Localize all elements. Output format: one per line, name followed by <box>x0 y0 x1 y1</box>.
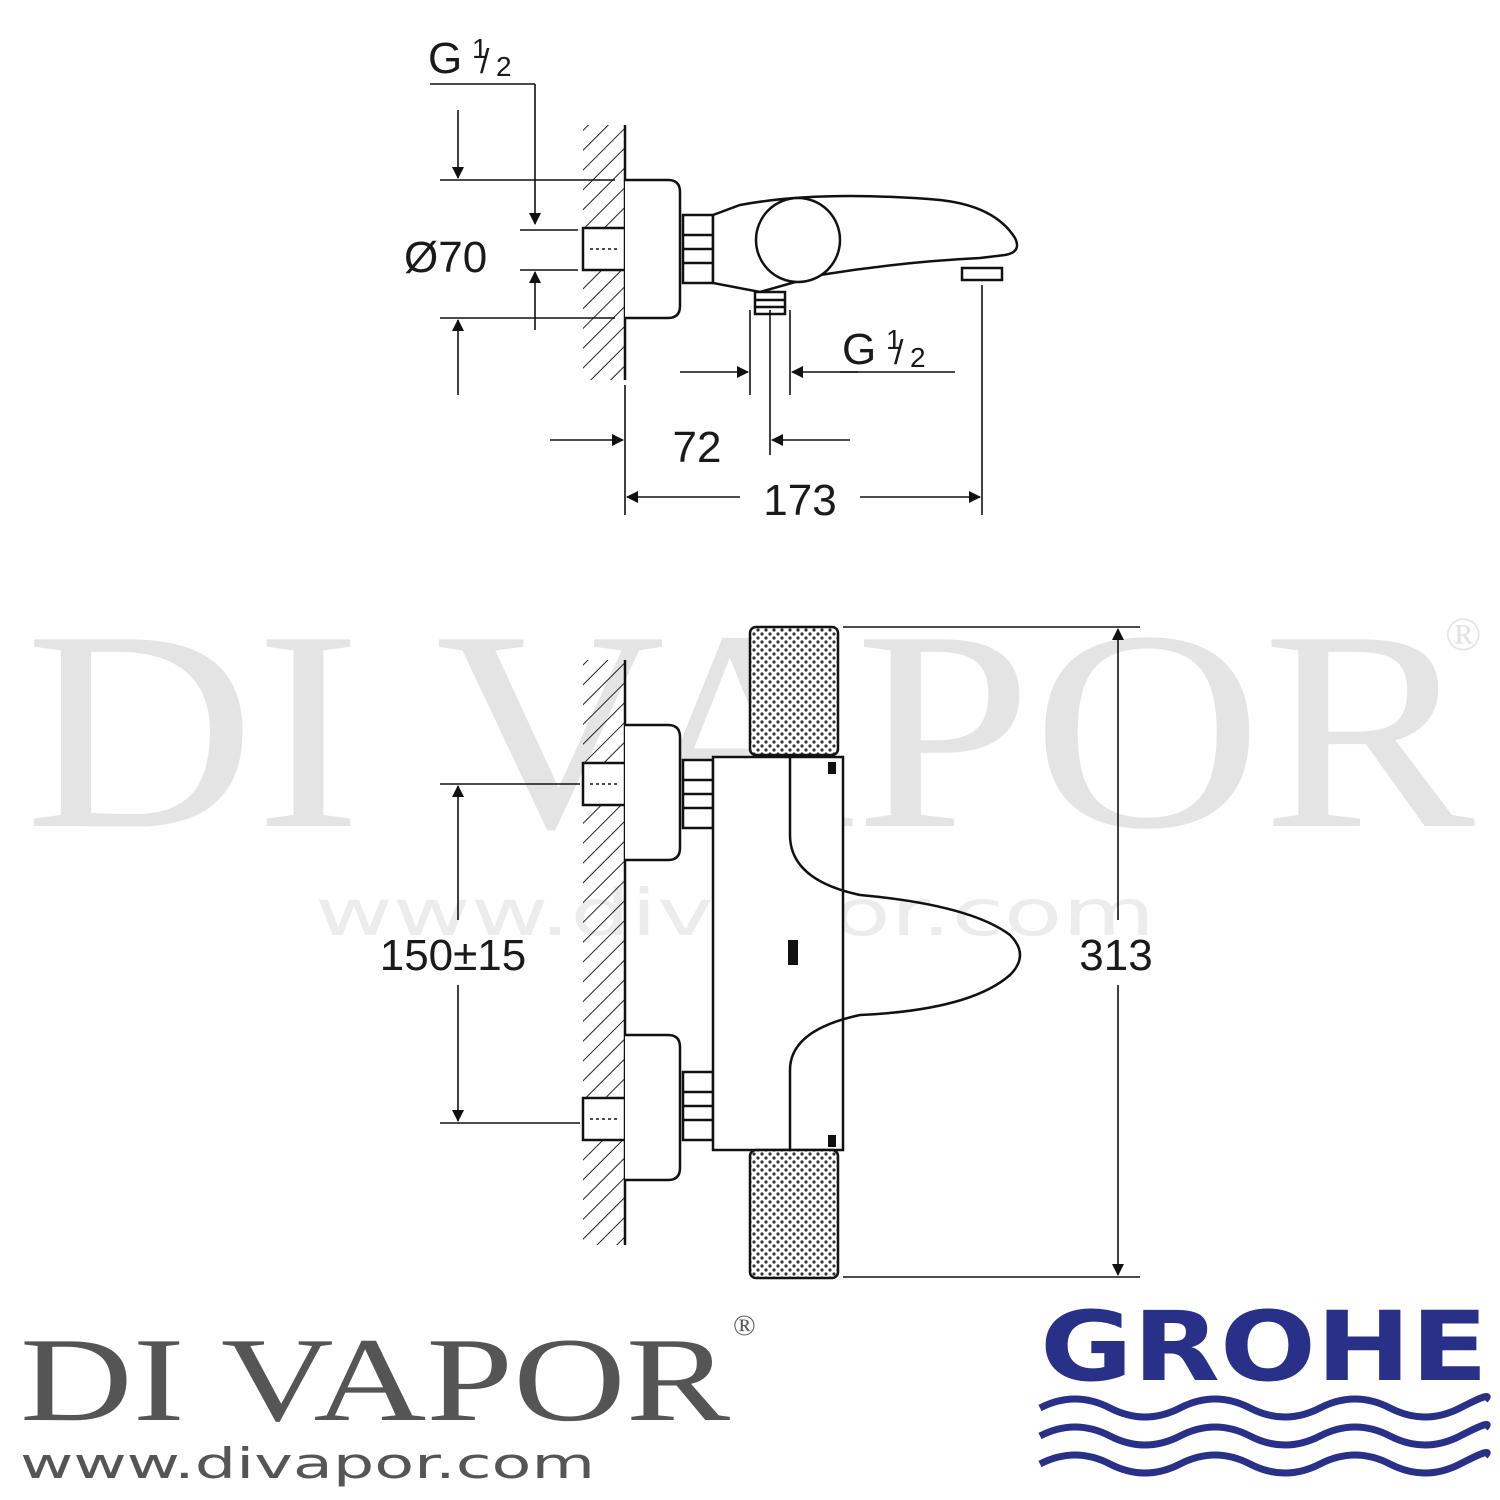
svg-text:2: 2 <box>910 342 926 373</box>
svg-text:1: 1 <box>472 33 488 64</box>
grohe-waves-icon <box>1038 1393 1491 1477</box>
top-view-labels: G 1 / 2 Ø70 G 1 / 2 72 173 <box>404 33 926 525</box>
upper-wall-rosette <box>625 723 682 862</box>
svg-text:/: / <box>894 334 904 372</box>
divapor-logo: DI VAPOR ® www.divapor.com <box>20 1309 756 1488</box>
grohe-wordmark: GROHE <box>1040 1291 1488 1403</box>
wall-hatching <box>583 660 625 1245</box>
divapor-logo-url: www.divapor.com <box>20 1439 595 1488</box>
divapor-registered-mark: ® <box>733 1309 756 1342</box>
divapor-logo-name: DI VAPOR <box>20 1313 730 1446</box>
lower-wall-rosette <box>625 1033 682 1182</box>
height-label: 313 <box>1079 931 1152 980</box>
centres-label: 150±15 <box>380 931 527 980</box>
control-handle-top <box>754 196 842 284</box>
front-view-dimensions <box>440 626 1140 1278</box>
outlet-offset-label: 72 <box>673 423 722 472</box>
wall-rosette <box>625 178 682 320</box>
diameter-label: Ø70 <box>404 233 487 282</box>
outlet-thread-label: G 1 / 2 <box>842 324 926 374</box>
grohe-logo: GROHE <box>1038 1291 1491 1477</box>
upper-handle-knurled <box>748 625 840 757</box>
svg-text:1: 1 <box>886 324 902 355</box>
mixer-body <box>711 755 845 1152</box>
front-view <box>581 625 1022 1280</box>
spout-front <box>788 757 1022 1150</box>
svg-text:/: / <box>480 43 490 81</box>
top-view-dimensions <box>430 83 983 515</box>
diverter-knob <box>788 940 798 965</box>
top-view <box>581 125 1019 380</box>
svg-text:2: 2 <box>496 51 512 82</box>
inlet-thread-label: G 1 / 2 <box>428 33 512 83</box>
watermark-registered-mark: ® <box>1445 608 1481 661</box>
svg-text:G: G <box>428 34 462 83</box>
spout-outlet <box>960 266 1004 282</box>
lower-handle-knurled <box>748 1148 840 1280</box>
front-view-labels: 150±15 313 <box>380 931 1153 980</box>
svg-text:G: G <box>842 325 876 374</box>
projection-label: 173 <box>763 476 836 525</box>
